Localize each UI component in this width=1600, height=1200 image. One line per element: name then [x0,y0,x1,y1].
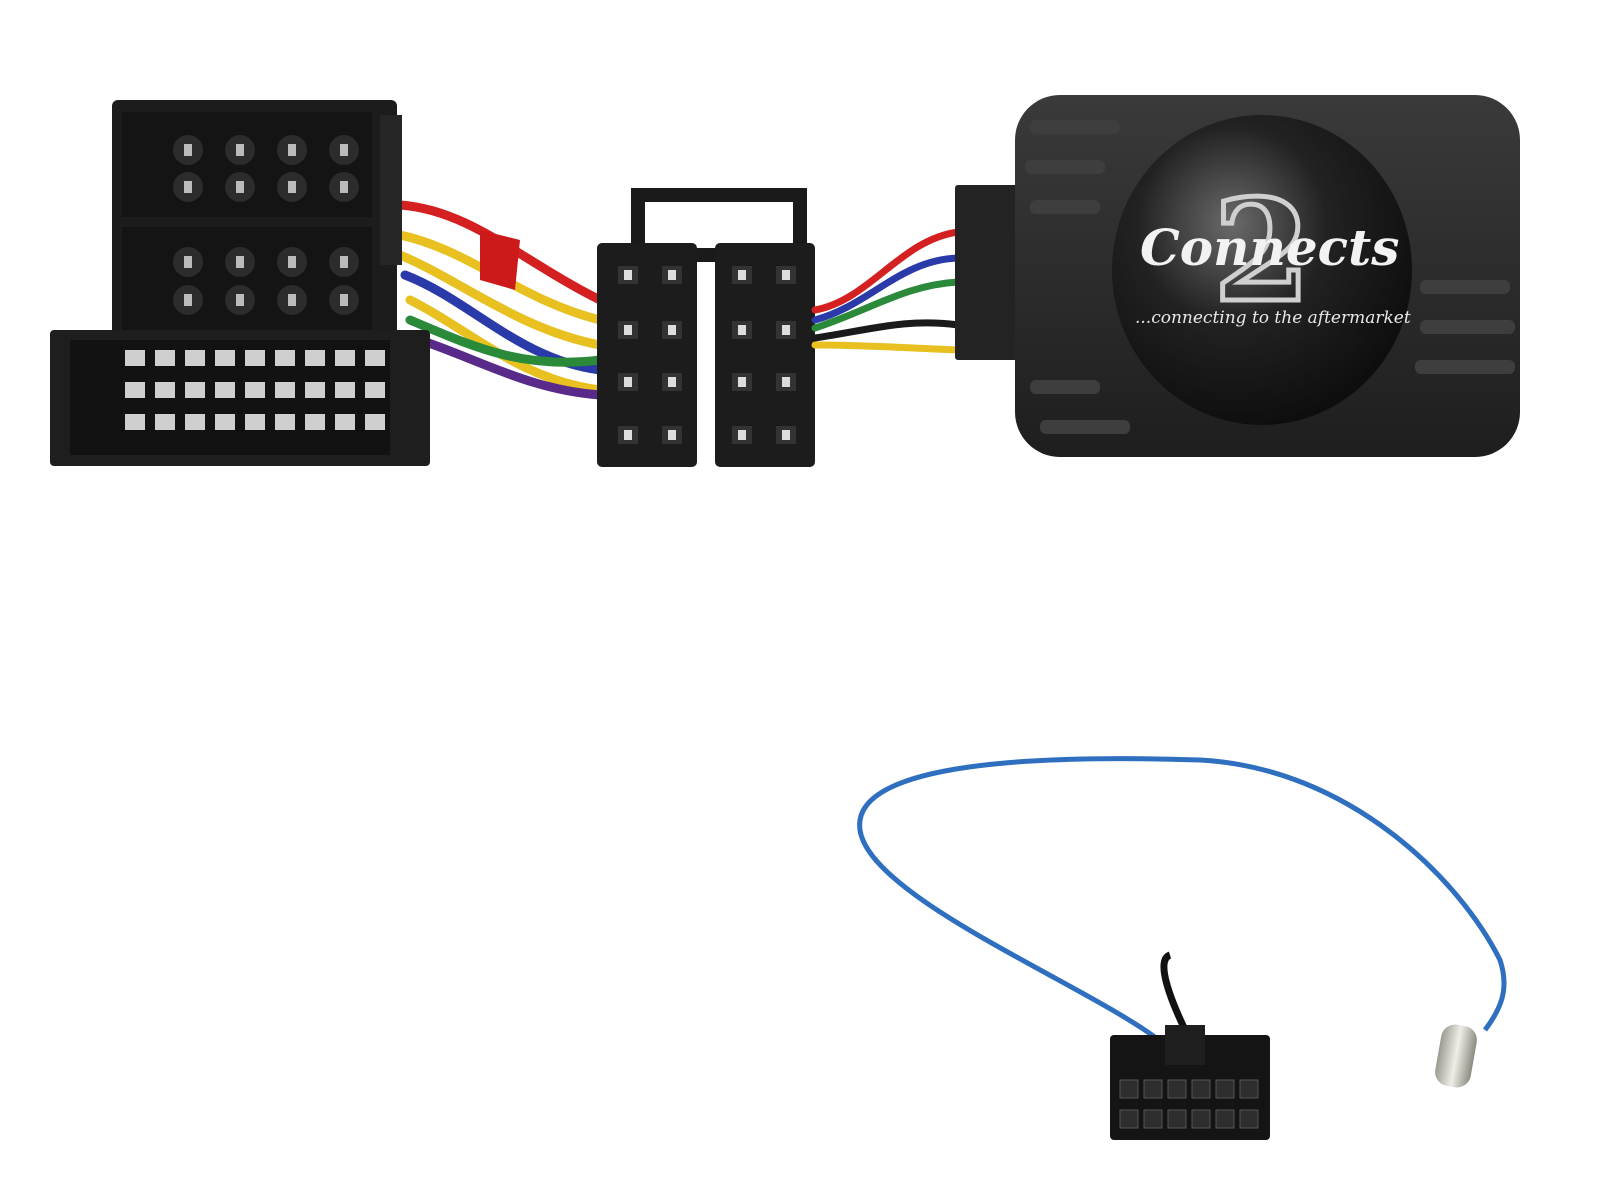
pin-contact [305,382,325,398]
radio-iso-connector [597,188,815,467]
pin-socket [1119,1109,1139,1129]
pin-contact [335,382,355,398]
pin-socket [1239,1079,1259,1099]
pin-contact [184,294,192,306]
pin-contact [125,414,145,430]
pin-contact [185,350,205,366]
wire-green [405,315,605,367]
pin-contact [782,270,790,280]
pin-contact [125,382,145,398]
pin-contact [245,382,265,398]
pin-contact [340,256,348,268]
pin-contact [738,270,746,280]
pin-socket [1143,1109,1163,1129]
pin-socket [1239,1109,1259,1129]
pin-contact [305,350,325,366]
pin-socket [1215,1109,1235,1129]
housing-rib [1025,160,1105,174]
pin-contact [155,382,175,398]
pin-contact [782,430,790,440]
pin-contact [782,377,790,387]
pin-contact [335,414,355,430]
pin-socket [1167,1079,1187,1099]
pin-contact [125,350,145,366]
pin-contact [184,144,192,156]
pin-contact [215,350,235,366]
pin-contact [185,382,205,398]
pin-contact [305,414,325,430]
pin-contact [365,414,385,430]
pin-contact [185,414,205,430]
logo-disc [1112,115,1412,425]
pin-contact [340,181,348,193]
wire-bundle-left [395,200,605,400]
pin-contact [155,350,175,366]
pin-contact [275,382,295,398]
pin-contact [236,294,244,306]
steering-control-interface-module: 2 Connects ...connecting to the aftermar… [955,95,1520,457]
housing-rib [1040,420,1130,434]
pin-socket [1191,1109,1211,1129]
pin-contact [275,414,295,430]
housing-rib [1030,200,1100,214]
pin-contact [668,430,676,440]
pin-contact [236,256,244,268]
housing-rib [1030,120,1120,134]
pin-contact [738,325,746,335]
pin-contact [335,350,355,366]
pin-contact [245,350,265,366]
pin-contact [288,181,296,193]
red-sleeve [480,230,520,290]
pin-contact [624,377,632,387]
pin-contact [236,144,244,156]
housing-rib [1030,380,1100,394]
pin-contact [668,270,676,280]
antenna-adapter-lead [857,756,1507,1140]
pin-contact [184,256,192,268]
pin-socket [1143,1079,1163,1099]
pin-contact [215,414,235,430]
pin-contact [738,430,746,440]
housing-rib [1415,360,1515,374]
pin-contact [365,382,385,398]
tagline: ...connecting to the aftermarket [1135,308,1411,328]
module-plug [955,185,1025,360]
logo-numeral: 2 [1213,170,1310,334]
housing-rib [1420,320,1515,334]
housing-rib [1420,280,1510,294]
pin-contact [288,256,296,268]
antenna-plug [1435,1024,1477,1088]
pin-contact [288,294,296,306]
pin-contact [340,144,348,156]
pin-contact [155,414,175,430]
vehicle-connector [50,100,430,466]
pin-contact [340,294,348,306]
pin-contact [245,414,265,430]
pin-contact [624,430,632,440]
pin-contact [668,377,676,387]
pin-contact [738,377,746,387]
pin-contact [184,181,192,193]
pin-socket [1215,1079,1235,1099]
pin-contact [288,144,296,156]
logo-brand: Connects [1140,218,1399,277]
pin-contact [668,325,676,335]
pin-contact [624,325,632,335]
pin-contact [275,350,295,366]
pin-socket [1167,1109,1187,1129]
wire-bundle-right [811,228,962,354]
pin-contact [365,350,385,366]
pin-contact [624,270,632,280]
pin-contact [215,382,235,398]
pin-contact [782,325,790,335]
pin-contact [236,181,244,193]
blue-wire [857,756,1507,1047]
pin-socket [1119,1079,1139,1099]
pin-socket [1191,1079,1211,1099]
